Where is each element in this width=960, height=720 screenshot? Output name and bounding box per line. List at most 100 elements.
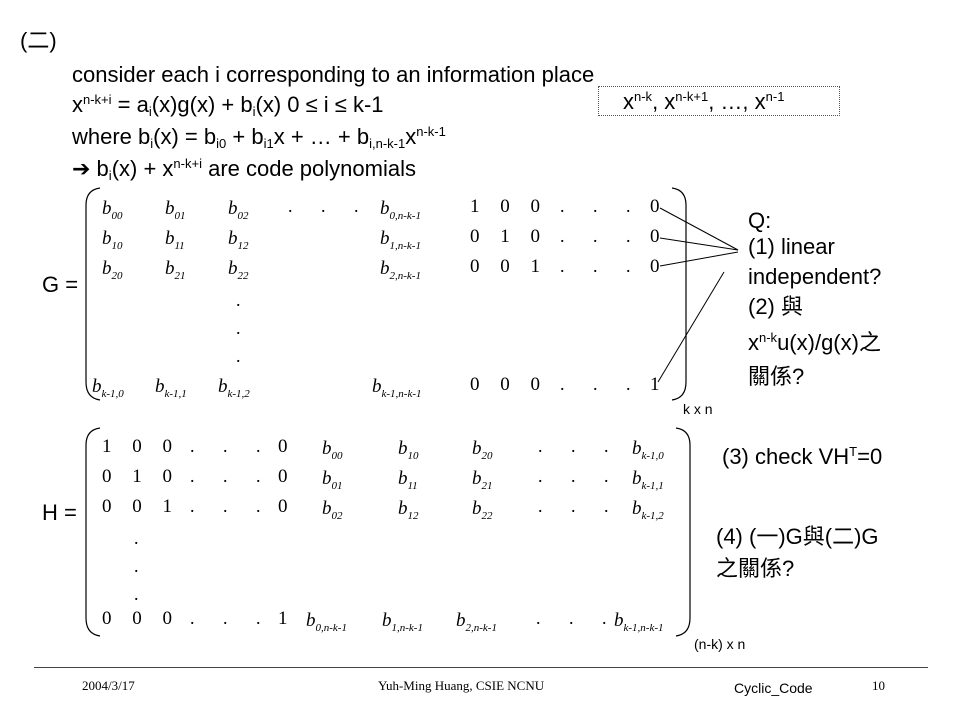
h-identity: 0 0 0 — [102, 608, 180, 629]
h-cell: b20 — [472, 438, 493, 462]
h-hdots: . . . — [538, 436, 621, 456]
h-cell: 0 — [278, 436, 288, 457]
question-1-line-2: independent? — [748, 264, 882, 289]
h-cell: 1 — [278, 608, 288, 629]
h-hdots: . . . — [536, 608, 619, 628]
h-identity: 1 0 0 — [102, 436, 180, 457]
question-3: (3) check VHT=0 — [722, 444, 883, 469]
g-vdot: . — [236, 318, 241, 338]
g-cell: 0 — [650, 226, 660, 247]
h-cell: b0,n-k-1 — [306, 610, 347, 634]
h-right-bracket — [675, 427, 691, 637]
text-line-1: consider each i corresponding to an info… — [72, 62, 595, 87]
g-hdots: . . . — [560, 256, 643, 276]
footer-page-number: 10 — [872, 678, 885, 693]
text-line-3: where bi(x) = bi0 + bi1x + … + bi,n-k-1x… — [72, 124, 446, 151]
g-cell: b02 — [228, 198, 249, 222]
g-hdots: . . . — [288, 196, 371, 216]
footer-divider — [34, 667, 928, 668]
g-cell: bk-1,2 — [218, 376, 250, 400]
h-vdot: . — [134, 528, 139, 548]
g-size-label: k x n — [683, 401, 713, 417]
h-cell: b1,n-k-1 — [382, 610, 423, 634]
h-vdot: . — [134, 584, 139, 604]
g-identity: 0 1 0 — [470, 226, 548, 247]
h-cell: b02 — [322, 498, 343, 522]
g-identity: 0 0 0 — [470, 374, 548, 395]
g-vdot: . — [236, 346, 241, 366]
g-cell: b2,n-k-1 — [380, 258, 421, 282]
g-hdots: . . . — [560, 226, 643, 246]
h-cell: 0 — [278, 496, 288, 517]
g-cell: b00 — [102, 198, 123, 222]
g-cell: b20 — [102, 258, 123, 282]
g-cell: b1,n-k-1 — [380, 228, 421, 252]
section-heading: (二) — [20, 28, 57, 53]
h-vdot: . — [134, 556, 139, 576]
h-hdots: . . . — [538, 496, 621, 516]
question-1-line-1: (1) linear — [748, 234, 835, 259]
question-2-line-2: xn-ku(x)/g(x)之 — [748, 330, 881, 355]
g-cell: bk-1,n-k-1 — [372, 376, 422, 400]
info-place-box: xn-k, xn-k+1, …, xn-1 — [598, 86, 840, 116]
g-cell: 0 — [650, 196, 660, 217]
h-left-bracket — [85, 427, 101, 637]
pointer-line-2 — [659, 237, 739, 251]
h-cell: b00 — [322, 438, 343, 462]
h-cell: b2,n-k-1 — [456, 610, 497, 634]
question-4-line-2: 之關係? — [716, 556, 795, 581]
h-hdots: . . . — [190, 466, 273, 486]
h-hdots: . . . — [538, 466, 621, 486]
g-vdot: . — [236, 290, 241, 310]
g-identity: 1 0 0 — [470, 196, 548, 217]
footer-author: Yuh-Ming Huang, CSIE NCNU — [378, 678, 545, 693]
g-hdots: . . . — [560, 374, 643, 394]
g-cell: b12 — [228, 228, 249, 252]
h-cell: 0 — [278, 466, 288, 487]
question-heading: Q: — [748, 208, 772, 233]
arrow-icon: ➔ — [72, 156, 91, 181]
h-identity: 0 1 0 — [102, 466, 180, 487]
h-hdots: . . . — [190, 608, 273, 628]
pointer-line-3 — [659, 251, 739, 267]
footer-date: 2004/3/17 — [82, 678, 135, 693]
question-2-line-1: (2) 與 — [748, 294, 804, 319]
h-cell: b10 — [398, 438, 419, 462]
g-cell: b22 — [228, 258, 249, 282]
pointer-line-4 — [657, 271, 725, 383]
text-line-4: ➔ bi(x) + xn-k+i are code polynomials — [72, 156, 416, 183]
pointer-line-1 — [659, 207, 739, 251]
g-cell: 0 — [650, 256, 660, 277]
h-cell: b12 — [398, 498, 419, 522]
g-cell: bk-1,1 — [155, 376, 187, 400]
g-cell: b10 — [102, 228, 123, 252]
h-cell: bk-1,n-k-1 — [614, 610, 664, 634]
text-line-2: xn-k+i = ai(x)g(x) + bi(x) 0 ≤ i ≤ k-1 — [72, 92, 384, 119]
g-identity: 0 0 1 — [470, 256, 548, 277]
h-cell: b21 — [472, 468, 493, 492]
g-cell: b01 — [165, 198, 186, 222]
g-cell: 1 — [650, 374, 660, 395]
h-hdots: . . . — [190, 436, 273, 456]
h-cell: bk-1,1 — [632, 468, 664, 492]
g-left-bracket — [85, 187, 101, 401]
g-cell: b11 — [165, 228, 185, 252]
g-hdots: . . . — [560, 196, 643, 216]
h-cell: bk-1,2 — [632, 498, 664, 522]
g-right-bracket — [671, 187, 687, 401]
h-cell: bk-1,0 — [632, 438, 664, 462]
h-cell: b11 — [398, 468, 418, 492]
question-4-line-1: (4) (一)G與(二)G — [716, 524, 879, 549]
h-hdots: . . . — [190, 496, 273, 516]
h-cell: b22 — [472, 498, 493, 522]
g-cell: bk-1,0 — [92, 376, 124, 400]
h-size-label: (n-k) x n — [694, 636, 746, 652]
footer-file: Cyclic_Code — [734, 680, 813, 696]
g-matrix-label: G = — [42, 272, 79, 297]
g-cell: b21 — [165, 258, 186, 282]
question-2-line-3: 關係? — [748, 364, 805, 389]
h-identity: 0 0 1 — [102, 496, 180, 517]
g-cell: b0,n-k-1 — [380, 198, 421, 222]
